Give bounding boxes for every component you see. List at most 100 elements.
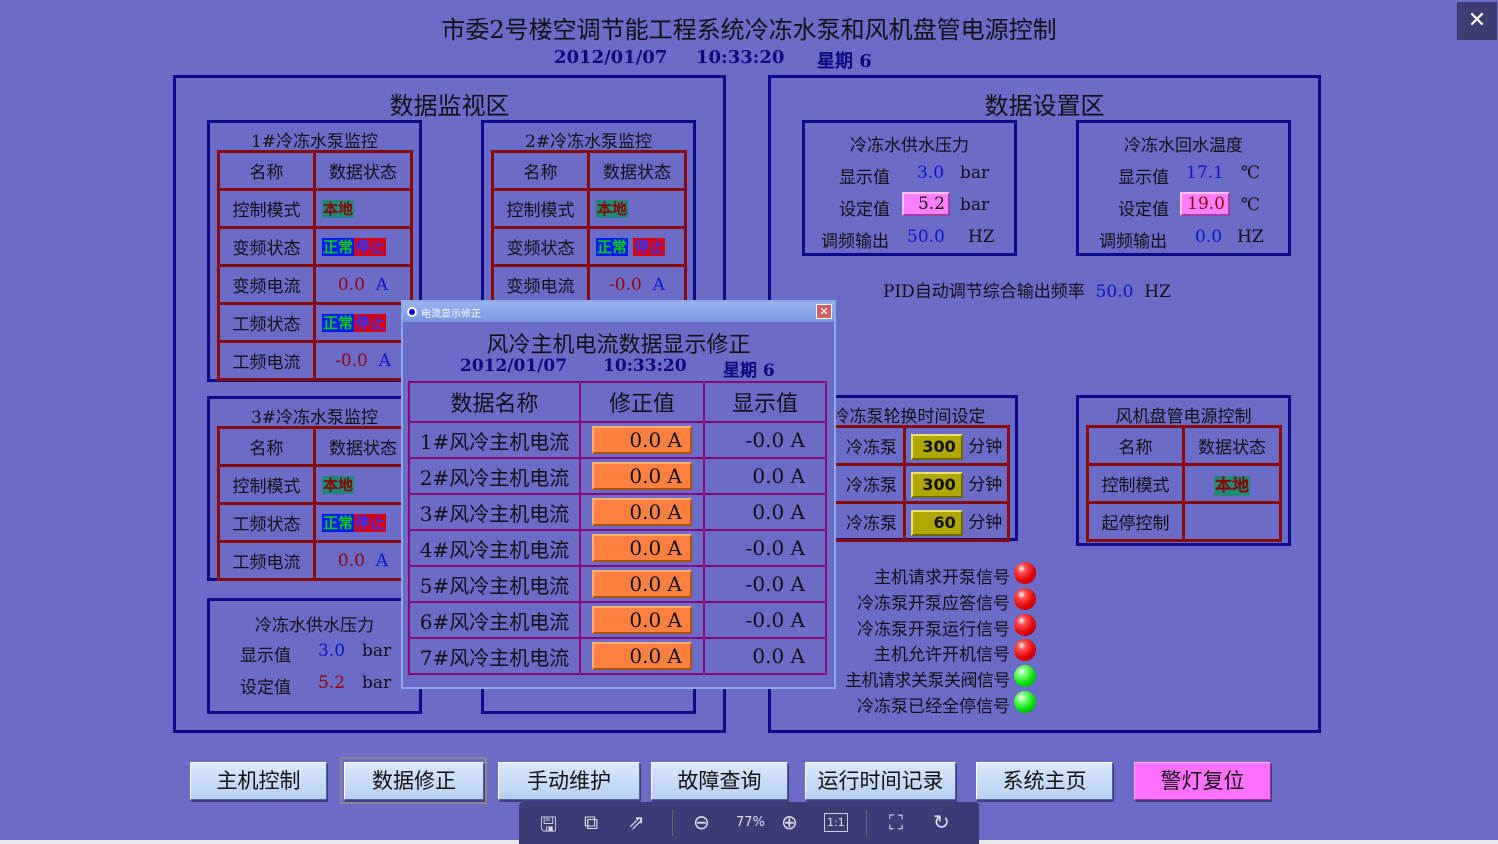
unit: 分钟: [968, 512, 1003, 533]
unit: 分钟: [968, 436, 1003, 457]
unit: bar: [960, 195, 990, 215]
pressure-title: 冷冻水供水压力: [850, 136, 969, 156]
weekday: 星期 6: [817, 51, 872, 72]
start-stop-control[interactable]: [1182, 501, 1282, 542]
row-name: 7#风冷主机电流: [408, 637, 581, 675]
row-name: 6#风冷主机电流: [408, 601, 581, 639]
dialog-window-title: 电流显示修正: [421, 309, 481, 320]
red-lamp-icon: [1014, 639, 1036, 661]
divider: [672, 810, 673, 836]
nav-fault-query-button[interactable]: 故障查询: [651, 762, 788, 800]
rotation-input[interactable]: 60: [910, 509, 963, 536]
correction-input[interactable]: 0.0 A: [592, 642, 692, 670]
unit: bar: [960, 163, 990, 183]
actual-size-button[interactable]: 1:1: [824, 813, 848, 832]
row-name: 1#风冷主机电流: [408, 421, 581, 459]
col-name: 名称: [217, 150, 316, 191]
correction-input[interactable]: 0.0 A: [592, 534, 692, 562]
pid-label: PID自动调节综合输出频率: [883, 282, 1085, 302]
rotate-icon[interactable]: ↻: [933, 810, 950, 834]
display-label: 显示值: [839, 168, 890, 188]
dialog-close-button[interactable]: ✕: [816, 304, 832, 319]
unit: A: [375, 550, 389, 571]
display-value: 0.0 A: [703, 637, 827, 675]
temp-setpoint-input[interactable]: 19.0: [1180, 192, 1230, 216]
freq-label: 调频输出: [821, 232, 889, 252]
monitor-pressure-box: 冷冻水供水压力 显示值 3.0 bar 设定值 5.2 bar: [207, 598, 422, 714]
ok-badge: 正常: [596, 238, 629, 256]
rotation-input[interactable]: 300: [910, 433, 963, 460]
unit: A: [652, 274, 665, 295]
correction-input[interactable]: 0.0 A: [592, 498, 692, 526]
zoom-out-icon[interactable]: ⊖: [693, 810, 710, 834]
row-label: 控制模式: [1086, 463, 1185, 504]
dialog-time: 10:33:20: [603, 356, 687, 376]
pump3-title: 3#冷冻水泵监控: [250, 408, 379, 428]
correction-input[interactable]: 0.0 A: [592, 462, 692, 490]
freq-label: 调频输出: [1099, 232, 1167, 252]
col-status: 数据状态: [1182, 425, 1282, 466]
correction-input[interactable]: 0.0 A: [592, 426, 692, 454]
current-correction-dialog: 电流显示修正 ✕ 风冷主机电流数据显示修正 2012/01/07 10:33:2…: [401, 300, 836, 689]
pump2-title: 2#冷冻水泵监控: [524, 132, 653, 152]
ok-badge: 正常: [322, 514, 355, 532]
fan-table: 名称数据状态 控制模式本地 起停控制: [1086, 425, 1282, 542]
row-name: 2#风冷主机电流: [408, 457, 581, 495]
ok-badge: 正常: [322, 314, 355, 332]
row-name: 4#风冷主机电流: [408, 529, 581, 567]
rotation-input[interactable]: 300: [910, 471, 963, 498]
display-value: 0.0 A: [703, 493, 827, 531]
row-label: 起停控制: [1086, 501, 1185, 542]
vf-current: -0.0: [609, 274, 642, 295]
zoom-in-icon[interactable]: ⊕: [781, 810, 798, 834]
nav-home-button[interactable]: 系统主页: [976, 762, 1113, 800]
set-label: 设定值: [839, 200, 890, 220]
share-icon[interactable]: ⇗: [628, 810, 645, 834]
stop-badge: 停止: [354, 514, 387, 532]
correction-input[interactable]: 0.0 A: [592, 606, 692, 634]
pump1-title: 1#冷冻水泵监控: [250, 132, 379, 152]
pressure-title: 冷冻水供水压力: [255, 616, 374, 636]
col-header: 显示值: [703, 381, 827, 423]
close-window-button[interactable]: ✕: [1457, 2, 1497, 40]
app-icon: [407, 307, 417, 317]
display-value: 0.0 A: [703, 457, 827, 495]
page-title: 市委2号楼空调节能工程系统冷冻水泵和风机盘管电源控制: [441, 16, 1057, 44]
resize-icon[interactable]: ⧉: [584, 810, 599, 834]
settings-pressure-box: 冷冻水供水压力 显示值 3.0 bar 设定值 5.2 bar 调频输出 50.…: [802, 120, 1017, 256]
pressure-setpoint-input[interactable]: 5.2: [902, 192, 950, 216]
fit-screen-icon[interactable]: ⛶: [889, 810, 903, 834]
set-label: 设定值: [1118, 200, 1169, 220]
nav-alarm-reset-button[interactable]: 警灯复位: [1134, 762, 1271, 800]
nav-data-correction-button[interactable]: 数据修正: [344, 762, 484, 800]
display-value: 17.1: [1186, 163, 1224, 183]
dialog-titlebar[interactable]: 电流显示修正 ✕: [403, 302, 834, 322]
nav-manual-maintenance-button[interactable]: 手动维护: [498, 762, 640, 800]
signal-label: 冷冻泵开泵运行信号: [857, 620, 1010, 640]
col-header: 修正值: [579, 381, 705, 423]
nav-host-control-button[interactable]: 主机控制: [190, 762, 327, 800]
unit: ℃: [1241, 163, 1261, 183]
settings-temp-box: 冷冻水回水温度 显示值 17.1 ℃ 设定值 19.0 ℃ 调频输出 0.0 H…: [1076, 120, 1291, 256]
correction-input[interactable]: 0.0 A: [592, 570, 692, 598]
display-value: -0.0 A: [703, 565, 827, 603]
date: 2012/01/07: [554, 47, 668, 68]
stop-badge: 停止: [354, 314, 387, 332]
col-header: 数据名称: [408, 381, 581, 423]
save-icon[interactable]: 🖫: [540, 812, 558, 836]
fan-title: 风机盘管电源控制: [1115, 407, 1252, 427]
nav-runtime-log-button[interactable]: 运行时间记录: [805, 762, 956, 800]
signal-label: 冷冻泵开泵应答信号: [857, 594, 1010, 614]
set-label: 设定值: [240, 678, 291, 698]
row-name: 3#风冷主机电流: [408, 493, 581, 531]
signal-label: 冷冻泵已经全停信号: [857, 697, 1010, 717]
display-value: -0.0 A: [703, 601, 827, 639]
display-label: 显示值: [1118, 168, 1169, 188]
green-lamp-icon: [1014, 691, 1036, 713]
pid-value: 50.0: [1095, 282, 1134, 302]
selected-frame: [340, 757, 487, 804]
